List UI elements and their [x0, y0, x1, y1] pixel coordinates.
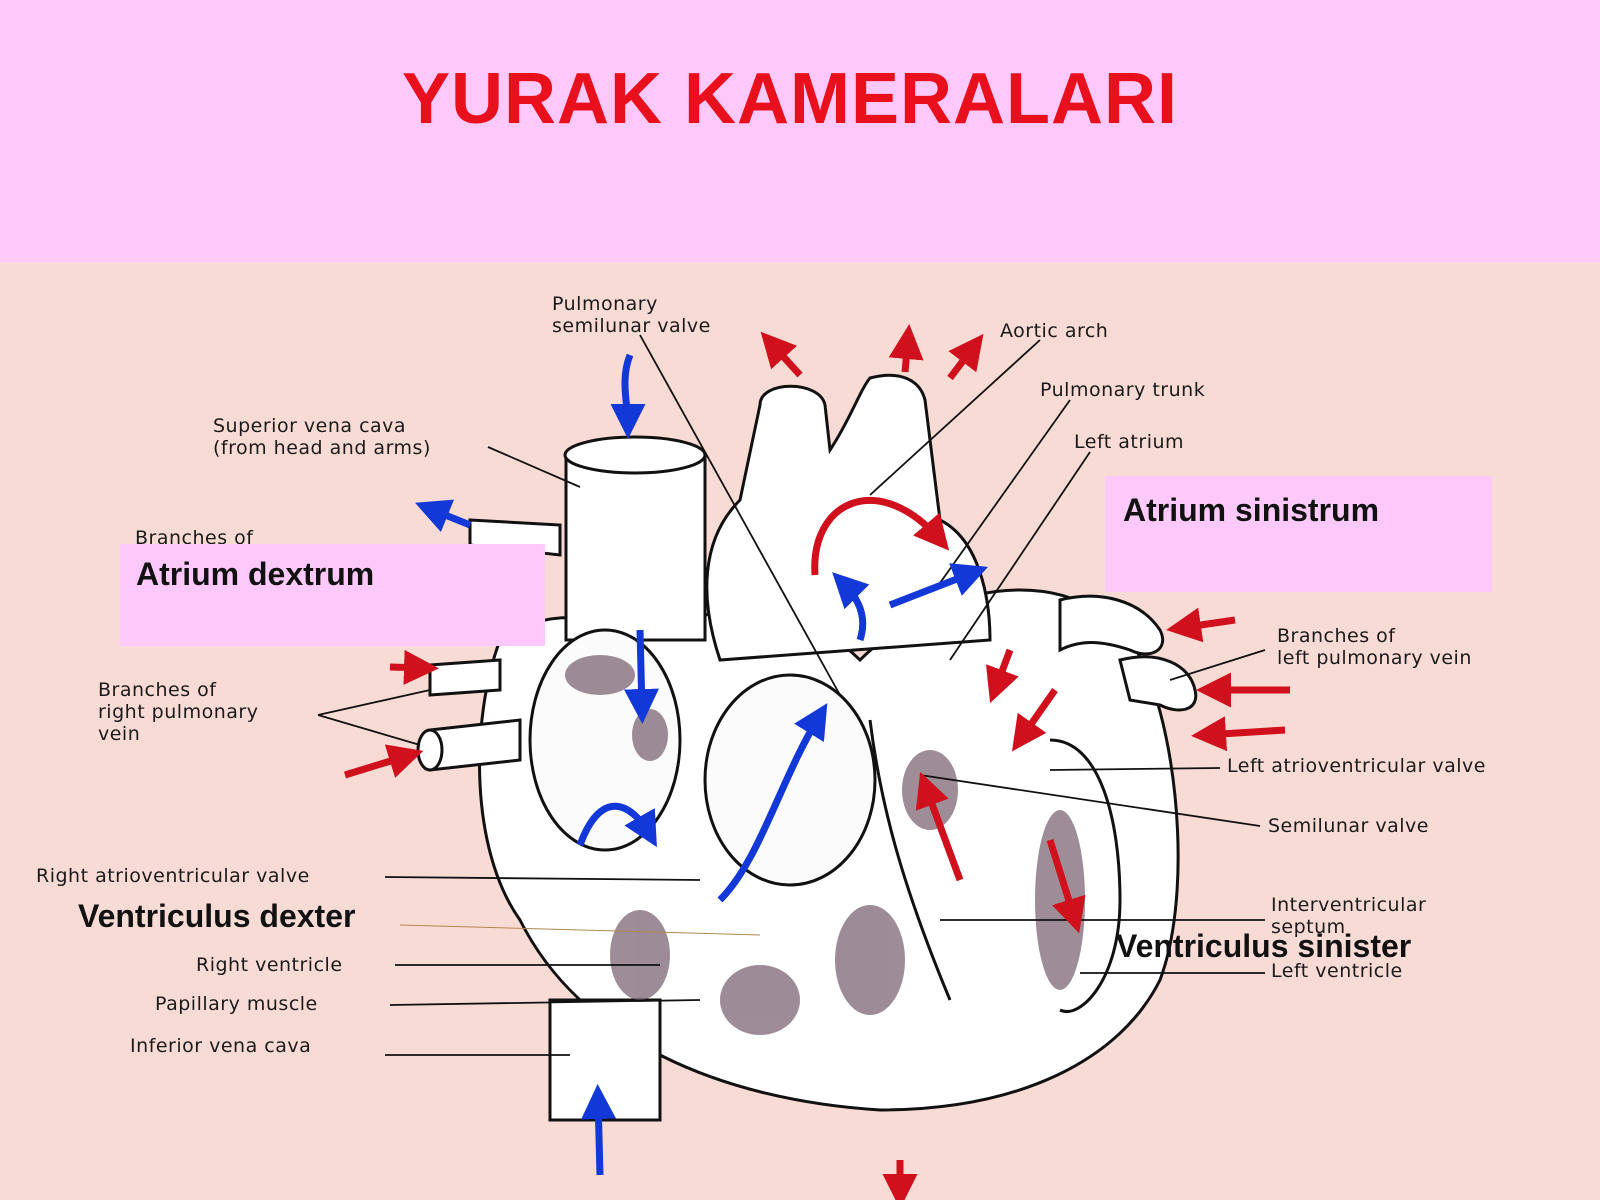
red-arrow-aorta-3 [947, 333, 984, 381]
superior-vena-cava [564, 453, 707, 642]
blue-arrow-ivc [581, 1084, 617, 1176]
diagram-labels: Pulmonary semilunar valve Aortic arch Pu… [36, 293, 1486, 1057]
right-pulmonary-vein [428, 718, 522, 772]
atrium-dextrum-label: Atrium dextrum [136, 556, 375, 592]
label-left-av-valve: Left atrioventricular valve [1227, 755, 1486, 777]
ventriculus-sinister-label: Ventriculus sinister [1116, 928, 1412, 964]
label-right-pulmonary-vein-3: vein [98, 723, 140, 745]
label-aortic-arch: Aortic arch [1000, 320, 1108, 342]
interventricular-septum [868, 719, 952, 1001]
label-left-atrium: Left atrium [1074, 431, 1184, 453]
red-arrow-lpv-1 [1166, 607, 1236, 643]
label-interventricular-septum-1: Interventricular [1271, 894, 1426, 916]
aortic-arch [705, 373, 992, 662]
label-semilunar-valve: Semilunar valve [1268, 815, 1429, 837]
label-right-av-valve: Right atrioventricular valve [36, 865, 310, 887]
label-right-ventricle: Right ventricle [196, 954, 343, 976]
label-right-pulmonary-vein-1: Branches of [98, 679, 217, 701]
label-left-pulmonary-vein-2: left pulmonary vein [1277, 647, 1472, 669]
red-arrow-la-2 [1011, 687, 1058, 752]
heart-outline [416, 373, 1198, 1122]
label-interventricular-septum-2: septum [1271, 916, 1346, 938]
blue-arrow-curve [576, 802, 657, 848]
red-arrow-rpv-upper [389, 649, 439, 685]
left-ventricle-wall [1049, 738, 1122, 1013]
oxygenated-flow-arrows [343, 324, 1290, 1200]
blue-arrow-svc [610, 353, 646, 439]
red-arrow-lv [1046, 838, 1086, 934]
slide-title: YURAK KAMERALARI [402, 59, 1178, 139]
label-pulmonary-trunk: Pulmonary trunk [1040, 379, 1205, 401]
blue-arrow-up [717, 703, 828, 903]
red-arrow-lpv-3 [1191, 716, 1286, 752]
red-arrow-lv-out [915, 771, 964, 882]
heart-diagram-panel: Pulmonary semilunar valve Aortic arch Pu… [0, 262, 1600, 1200]
inferior-vena-cava [548, 998, 662, 1122]
atrium-dextrum-box: Atrium dextrum [120, 544, 545, 646]
blue-arrow-pulm [832, 572, 870, 642]
label-left-pulmonary-vein-1: Branches of [1277, 625, 1396, 647]
atrium-sinistrum-box: Atrium sinistrum [1105, 476, 1492, 592]
blue-arrow-trunk [888, 563, 989, 609]
label-inferior-vena-cava: Inferior vena cava [130, 1035, 311, 1057]
label-superior-vena-cava-1: Superior vena cava [213, 415, 406, 437]
left-pulmonary-vein-1 [1058, 594, 1165, 656]
label-superior-vena-cava-2: (from head and arms) [213, 437, 431, 459]
red-arrow-arch [811, 497, 950, 576]
title-banner: YURAK KAMERALARI [0, 0, 1600, 262]
leader-lines [317, 334, 1266, 1056]
label-papillary-muscle: Papillary muscle [155, 993, 318, 1015]
red-arrow-la-1 [985, 648, 1019, 704]
label-branches-of-partial: Branches of [135, 527, 254, 549]
blue-arrow-branch [415, 499, 472, 533]
red-arrow-aorta-1 [760, 331, 803, 378]
deoxygenated-flow-arrows [415, 353, 989, 1176]
right-pulmonary-vein-upper [428, 658, 502, 697]
label-right-pulmonary-vein-2: right pulmonary [98, 701, 258, 723]
red-arrow-rpv [343, 744, 424, 779]
atrium-sinistrum-label: Atrium sinistrum [1123, 492, 1380, 528]
label-pulmonary-semilunar-valve-1: Pulmonary [552, 293, 658, 315]
blue-arrow-ra-down [623, 629, 659, 724]
left-pulmonary-vein-2 [1118, 655, 1198, 712]
ventriculus-dexter-label: Ventriculus dexter [78, 898, 356, 934]
label-pulmonary-semilunar-valve-2: semilunar valve [552, 315, 711, 337]
red-arrow-aorta-2 [888, 324, 924, 373]
heart-diagram: Pulmonary semilunar valve Aortic arch Pu… [36, 293, 1486, 1200]
label-left-ventricle: Left ventricle [1271, 960, 1403, 982]
